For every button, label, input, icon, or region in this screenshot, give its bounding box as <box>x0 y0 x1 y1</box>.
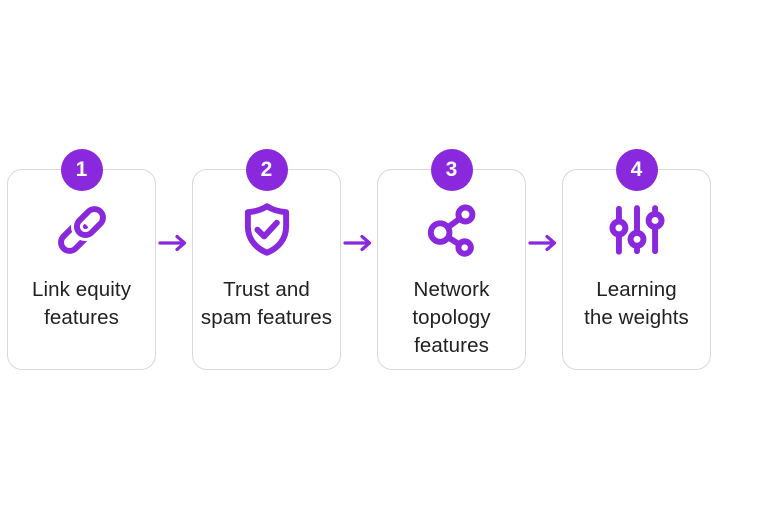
step-card-learning-weights: 4 Learning the weights <box>562 149 711 370</box>
step-number-badge: 4 <box>615 149 658 191</box>
step-card-trust-spam: 2 Trust and spam features <box>192 149 341 370</box>
link-icon <box>8 197 155 263</box>
shield-check-icon <box>193 197 340 263</box>
step-number-badge: 1 <box>60 149 103 191</box>
step-label: Network topology features <box>412 278 491 357</box>
step-label: Trust and spam features <box>200 278 333 329</box>
sliders-icon <box>563 197 710 263</box>
arrow-right-icon <box>343 234 372 252</box>
step-card-network-topology: 3 Network topology features <box>377 149 526 370</box>
step-card-link-equity: 1 Link equity features <box>7 149 156 370</box>
step-number-badge: 3 <box>430 149 473 191</box>
arrow-right-icon <box>528 234 557 252</box>
connector-1 <box>156 169 192 370</box>
step-number-badge: 2 <box>245 149 288 191</box>
steps-flow: 1 Link equity features <box>7 149 711 370</box>
step-label: Learning the weights <box>584 278 689 329</box>
arrow-right-icon <box>158 234 187 252</box>
network-topology-icon <box>378 197 525 263</box>
connector-2 <box>341 169 377 370</box>
step-label: Link equity features <box>31 278 132 329</box>
connector-3 <box>526 169 562 370</box>
